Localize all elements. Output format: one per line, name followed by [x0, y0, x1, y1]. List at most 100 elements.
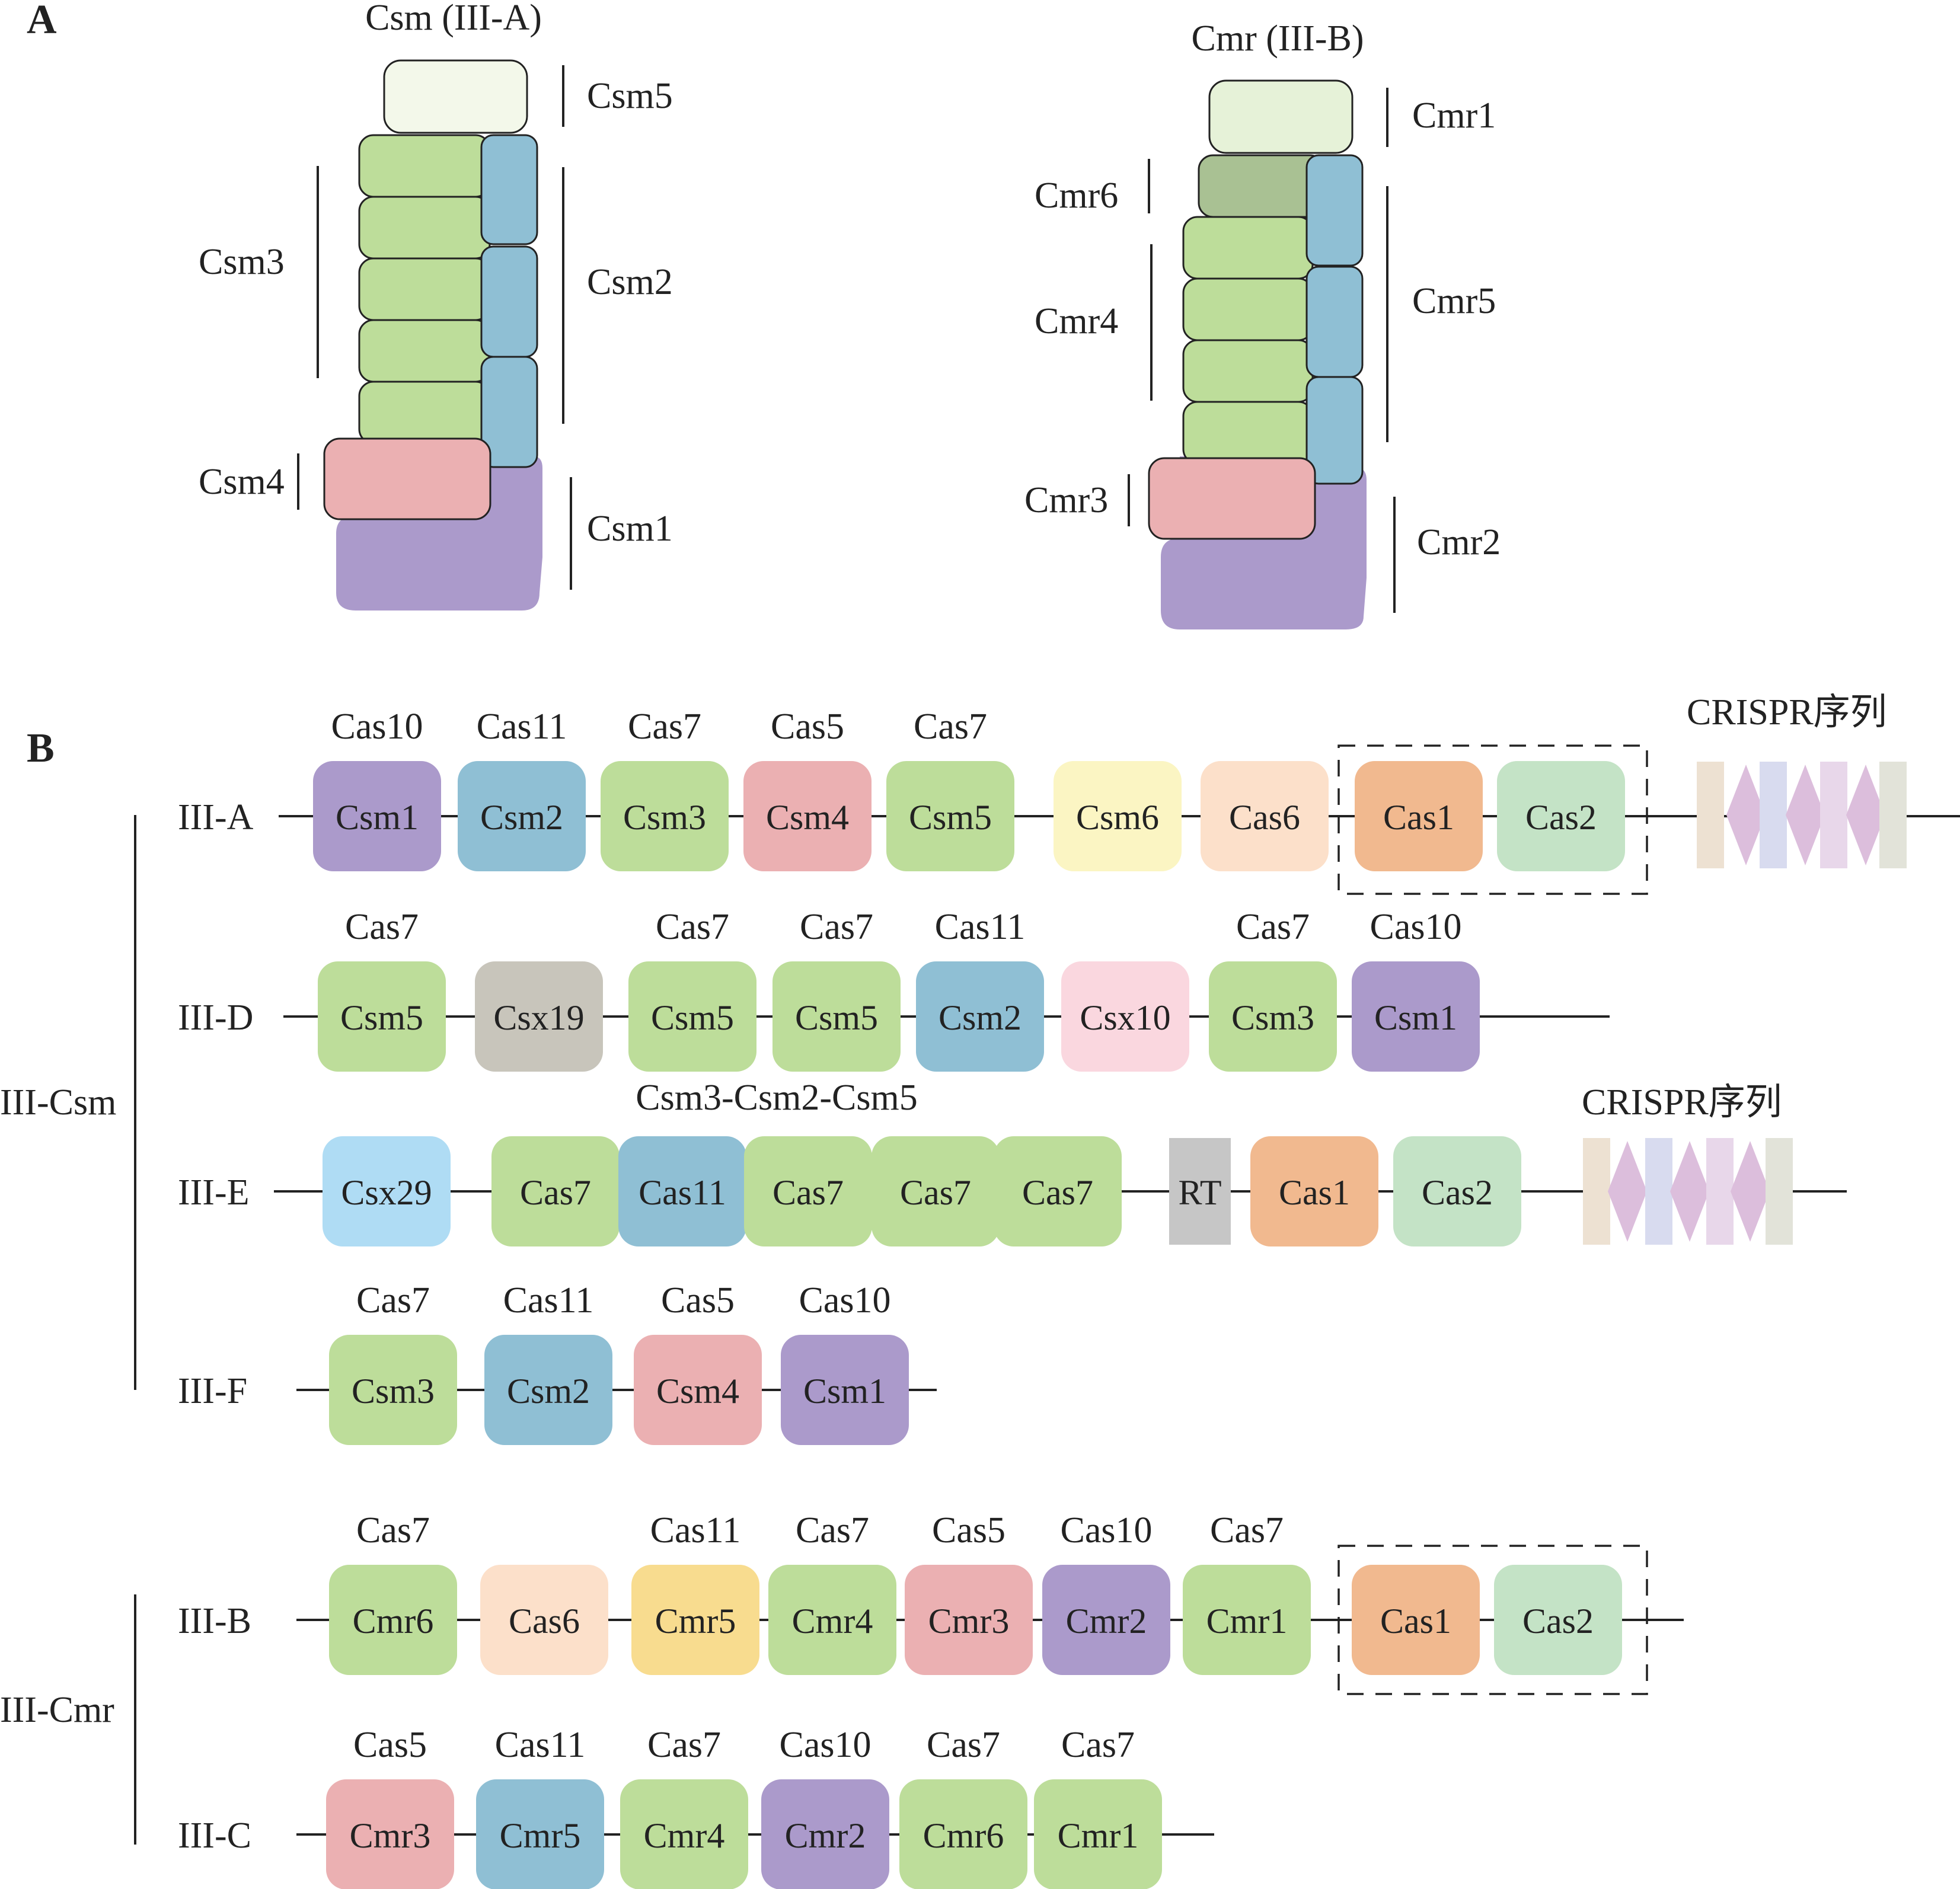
gene-box: [1393, 1136, 1521, 1246]
gene-box: [323, 1136, 451, 1246]
gene-label: Cmr3: [350, 1816, 431, 1855]
gene-csx19: Csx19: [475, 961, 603, 1072]
cmr1-subunit: [1208, 79, 1354, 154]
csm2-label: Csm2: [587, 262, 673, 302]
gene-box: [781, 1335, 909, 1445]
csm3-label: Csm3: [199, 242, 285, 282]
gene-label: Cmr2: [785, 1816, 866, 1855]
gene-label: Cmr4: [792, 1602, 873, 1641]
gene-label: Csm1: [336, 798, 419, 837]
gene-label: Cas2: [1525, 798, 1597, 837]
gene-label: Csm2: [507, 1372, 590, 1411]
gene-label: Csm4: [656, 1372, 739, 1411]
locus-name: III-D: [178, 998, 253, 1038]
gene-box: [618, 1136, 746, 1246]
gene-label: Csm4: [766, 798, 849, 837]
gene-csx29: Csx29: [323, 1136, 451, 1246]
csm4-label: Csm4: [199, 462, 285, 502]
gene-label: Cas1: [1383, 798, 1454, 837]
gene-box: [620, 1779, 748, 1889]
locus-name: III-B: [178, 1601, 251, 1641]
gene-cas7a: Cas7: [491, 1136, 620, 1246]
locus-name: III-F: [178, 1371, 247, 1411]
cmr-complex: Cmr (III-B) Cmr1: [1024, 18, 1501, 629]
gene-family-label: Cas5: [661, 1280, 735, 1321]
gene-family-label: Cas5: [932, 1510, 1005, 1551]
cmr1-label: Cmr1: [1412, 95, 1496, 136]
csm5-label: Csm5: [587, 76, 673, 116]
gene-box: [886, 761, 1014, 871]
gene-label: Cas2: [1522, 1602, 1594, 1641]
gene-label: Csm1: [1374, 998, 1457, 1037]
gene-box: [1169, 1138, 1231, 1245]
gene-box: [1355, 761, 1483, 871]
gene-label: Csm2: [480, 798, 563, 837]
crispr-label-iiie: CRISPR序列: [1582, 1082, 1782, 1123]
cmr3-label: Cmr3: [1024, 480, 1108, 520]
gene-csm4: Csm4 Cas5: [634, 1280, 762, 1445]
gene-box: [1042, 1565, 1170, 1675]
gene-family-label: Cas10: [780, 1725, 872, 1765]
gene-box: [1054, 761, 1182, 871]
gene-label: Csx19: [493, 998, 584, 1037]
gene-family-label: Cas7: [647, 1725, 721, 1765]
gene-box: [1061, 961, 1189, 1072]
cmr2-label: Cmr2: [1417, 522, 1501, 562]
gene-box: [1183, 1565, 1311, 1675]
gene-label: Cas2: [1422, 1173, 1493, 1212]
gene-family-label: Cas7: [796, 1510, 869, 1551]
gene-label: Cas11: [639, 1173, 726, 1212]
cmr3-subunit: [1148, 457, 1316, 540]
gene-box: [480, 1565, 608, 1675]
group-label-cmr: III-Cmr: [0, 1690, 114, 1730]
cmr6-label: Cmr6: [1035, 175, 1118, 216]
gene-label: Csm1: [803, 1372, 886, 1411]
gene-cas7d: Cas7: [994, 1136, 1122, 1246]
gene-box: [631, 1565, 759, 1675]
gene-box: [634, 1335, 762, 1445]
gene-label: Csm3: [1231, 998, 1314, 1037]
gene-label: Cmr3: [928, 1602, 1010, 1641]
gene-box: [329, 1335, 457, 1445]
gene-family-label: Cas7: [628, 707, 701, 747]
gene-label: Cas7: [772, 1173, 844, 1212]
cmr-brackets: [1128, 88, 1396, 613]
gene-label: Cmr6: [923, 1816, 1004, 1855]
locus-name: III-E: [178, 1172, 249, 1213]
gene-box: [628, 961, 756, 1072]
locus-name: III-C: [178, 1816, 251, 1856]
gene-label: Cmr1: [1206, 1602, 1288, 1641]
gene-family-label: Cas7: [914, 707, 987, 747]
gene-cas2: Cas2: [1497, 761, 1625, 871]
gene-label: Cas6: [1229, 798, 1300, 837]
gene-label: Csm3: [352, 1372, 435, 1411]
panel-b-letter: B: [27, 725, 55, 771]
csm3-stack: [358, 134, 491, 445]
gene-family-label: Cas7: [356, 1510, 430, 1551]
cmr4-label: Cmr4: [1035, 301, 1118, 341]
gene-label: Cmr4: [644, 1816, 725, 1855]
gene-family-label: Cas10: [799, 1280, 891, 1321]
gene-box: [601, 761, 729, 871]
gene-label: Cas6: [509, 1602, 580, 1641]
gene-box: [1201, 761, 1329, 871]
gene-cmr3: Cmr3 Cas5: [905, 1510, 1033, 1675]
gene-box: [1352, 961, 1480, 1072]
gene-family-label: Cas7: [1210, 1510, 1284, 1551]
gene-box: [768, 1565, 896, 1675]
csm1-label: Csm1: [587, 509, 673, 549]
gene-label: Cmr1: [1058, 1816, 1139, 1855]
csm-complex: Csm (III-A) Csm5 Csm3: [199, 0, 673, 611]
